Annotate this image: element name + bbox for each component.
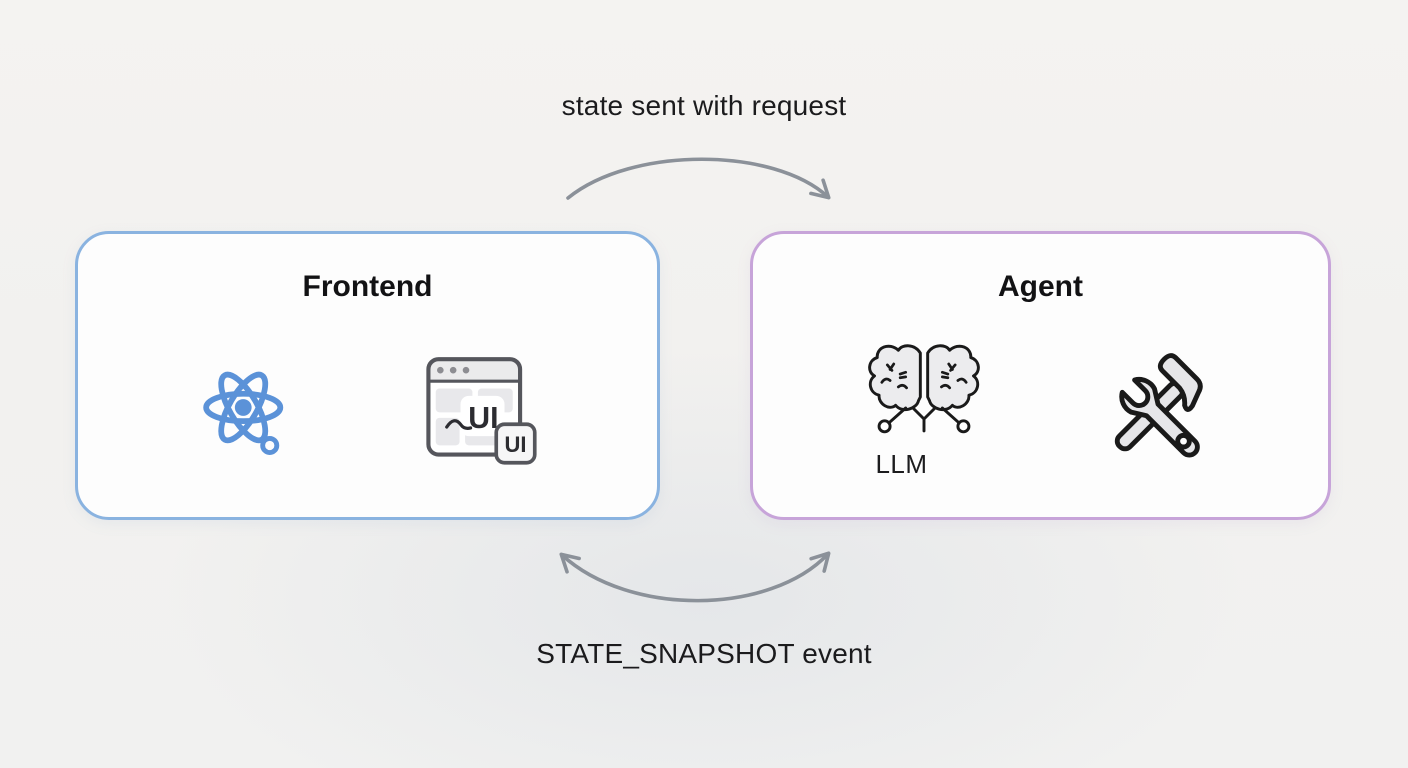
llm-label: LLM — [875, 448, 928, 479]
top-arrow-label: state sent with request — [561, 90, 847, 121]
frontend-box: Frontend — [75, 231, 660, 520]
state-sent-arrow — [566, 157, 831, 200]
browser-ui-text: UI — [468, 402, 498, 435]
agent-icons: LLM — [753, 304, 1328, 517]
browser-ui-badge-text: UI — [505, 432, 527, 457]
frontend-title: Frontend — [302, 270, 433, 303]
frontend-icons: UI UI — [78, 304, 657, 517]
tools-icon — [1114, 352, 1203, 457]
agent-title: Agent — [998, 270, 1083, 303]
browser-ui-icon: UI UI — [426, 357, 537, 465]
bottom-arrow-label: STATE_SNAPSHOT event — [536, 638, 872, 669]
agent-box: Agent — [750, 231, 1331, 520]
llm-block: LLM — [867, 342, 981, 480]
brain-icon — [867, 343, 980, 433]
state-snapshot-arrow — [559, 551, 831, 603]
react-icon — [203, 371, 284, 455]
